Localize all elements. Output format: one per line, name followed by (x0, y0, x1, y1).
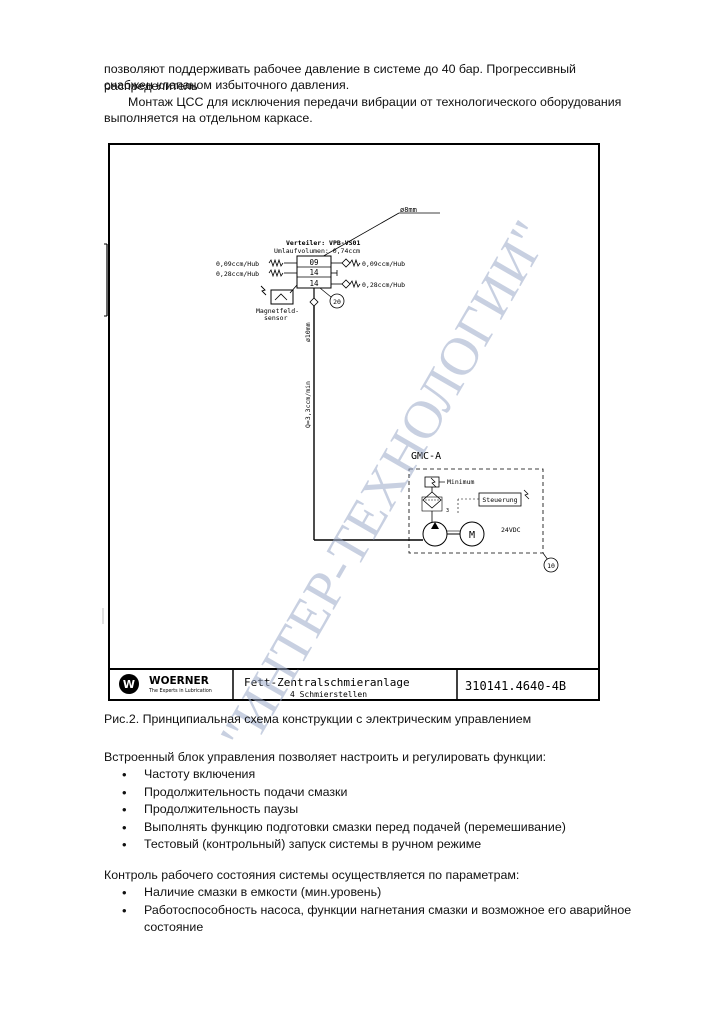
spring-left-bottom (268, 268, 284, 278)
section2-heading: Контроль рабочего состояния системы осущ… (104, 868, 520, 882)
company-name: WOERNER (149, 675, 209, 687)
pipe-leader (319, 212, 400, 259)
intro-para2-line-1: Монтаж ЦСС для исключения передачи вибра… (128, 95, 622, 109)
intro-line-2: снабжен клапаном избыточного давления. (104, 78, 350, 92)
section1-list: Частоту включения Продолжительность пода… (104, 766, 664, 854)
drawing-number: 310141.4640-4B (465, 679, 566, 693)
section1-heading: Встроенный блок управления позволяет нас… (104, 750, 547, 764)
block-value-2: 14 (309, 268, 319, 277)
flow-rate-label: Q=3,3ccm/min (304, 381, 312, 428)
svg-text:10: 10 (547, 562, 555, 570)
pump-unit-title: GMC-A (411, 451, 441, 462)
motor-icon (459, 521, 485, 547)
motor-label: M (469, 530, 475, 541)
main-line-check-valve (309, 297, 319, 307)
output-left-bottom-label: 0,28ccm/Hub (216, 270, 259, 278)
spring-left-top (268, 258, 284, 268)
filter-icon (422, 491, 442, 509)
intro-para2-line-2: выполняется на отдельном каркасе. (104, 111, 313, 125)
sensor-label-line-1: Magnetfeld- (256, 307, 299, 315)
reservoir-icon (424, 476, 440, 488)
list-item: Наличие смазки в емкости (мин.уровень) (104, 884, 664, 902)
sensor-lightning-icon (260, 285, 267, 296)
list-item: Работоспособность насоса, функции нагнет… (104, 902, 664, 920)
block-value-1: 09 (309, 258, 318, 267)
svg-text:20: 20 (333, 298, 341, 306)
svg-text:W: W (123, 678, 135, 691)
check-valve-right-bottom (341, 279, 351, 289)
svg-text:3: 3 (446, 508, 449, 514)
list-item: Продолжительность паузы (104, 801, 664, 819)
figure-caption: Рис.2. Принципиальная схема конструкции … (104, 712, 532, 726)
list-item-continuation: состояние (144, 920, 204, 934)
magnetic-sensor (270, 289, 294, 305)
drawing-subtitle: 4 Schmierstellen (290, 690, 367, 699)
check-valve-right-top (341, 258, 351, 268)
umlauf-label: Umlaufvolumen: 0,74ccm (274, 247, 360, 255)
output-right-bottom-label: 0,28ccm/Hub (362, 281, 405, 289)
output-right-top-label: 0,09ccm/Hub (362, 260, 405, 268)
tag-10 (543, 557, 559, 573)
list-item: Тестовый (контрольный) запуск системы в … (104, 836, 664, 854)
controller-label: Steuerung (482, 496, 517, 504)
voltage-label: 24VDC (501, 526, 521, 534)
block-value-3: 14 (309, 279, 319, 288)
pipe-diameter-label: ø8mm (400, 206, 417, 214)
woerner-logo-icon (119, 674, 139, 694)
company-tagline: The Experts in Lubrication (148, 688, 212, 694)
list-item: Частоту включения (104, 766, 664, 784)
minimum-level-label: Minimum (447, 478, 474, 486)
distributor-block (296, 255, 332, 289)
output-left-top-label: 0,09ccm/Hub (216, 260, 259, 268)
controller-lightning-icon (523, 489, 530, 500)
controller-box (478, 492, 522, 507)
tag-20 (329, 293, 345, 309)
sensor-label-line-2: sensor (264, 314, 288, 322)
pump-unit-boundary (408, 468, 544, 554)
list-item: Продолжительность подачи смазки (104, 784, 664, 802)
verteiler-label: Verteiler: VPB-VS01 (286, 239, 360, 247)
section2-list: Наличие смазки в емкости (мин.уровень) Р… (104, 884, 664, 937)
drawing-title: Fett-Zentralschmieranlage (244, 676, 410, 689)
intro-line-1: позволяют поддерживать рабочее давление … (104, 62, 576, 93)
list-item: Выполнять функцию подготовки смазки пере… (104, 819, 664, 837)
main-pipe-diameter-label: ø10mm (304, 322, 312, 342)
drawing-frame (108, 143, 600, 701)
